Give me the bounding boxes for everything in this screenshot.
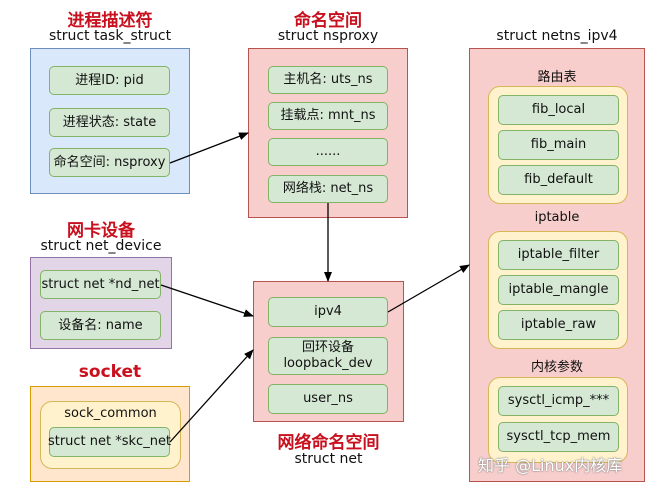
watermark: 知乎 @Linux内核库	[478, 456, 623, 475]
nsproxy-item-net: 网络栈: net_ns	[268, 175, 388, 203]
net-item-user-ns: user_ns	[268, 384, 388, 414]
net-title-en: struct net	[294, 451, 363, 467]
sysctl-tcp-mem: sysctl_tcp_mem	[498, 422, 619, 452]
net-device-item-name: 设备名: name	[40, 311, 161, 340]
socket-title: socket	[78, 362, 142, 382]
net-device-title-en: struct net_device	[40, 238, 162, 254]
net-item-loopback: 回环设备 loopback_dev	[268, 337, 388, 375]
net-title-cn: 网络命名空间	[277, 433, 380, 453]
task-struct-title-en: struct task_struct	[48, 28, 172, 44]
nsproxy-title-cn: 命名空间	[294, 11, 362, 31]
netns-ipv4-title: struct netns_ipv4	[496, 28, 618, 44]
task-item-state: 进程状态: state	[49, 108, 170, 137]
kernel-params-label: 内核参数	[530, 360, 583, 375]
iptable-raw: iptable_raw	[498, 310, 619, 340]
socket-item-skc-net: struct net *skc_net	[48, 427, 171, 457]
fib-main: fib_main	[498, 130, 619, 160]
net-device-item-nd-net: struct net *nd_net	[40, 270, 161, 299]
fib-default: fib_default	[498, 165, 619, 195]
iptable-filter: iptable_filter	[498, 240, 619, 270]
net-item-ipv4: ipv4	[268, 297, 388, 327]
task-struct-title-cn: 进程描述符	[67, 11, 153, 31]
nsproxy-item-mnt: 挂载点: mnt_ns	[268, 102, 388, 130]
route-table-label: 路由表	[537, 70, 577, 85]
fib-local: fib_local	[498, 95, 619, 125]
net-device-title-cn: 网卡设备	[67, 221, 135, 241]
task-item-nsproxy: 命名空间: nsproxy	[49, 148, 170, 177]
sysctl-icmp: sysctl_icmp_***	[498, 386, 619, 416]
nsproxy-title-en: struct nsproxy	[277, 28, 379, 44]
sock-common-label: sock_common	[64, 406, 157, 421]
nsproxy-item-uts: 主机名: uts_ns	[268, 66, 388, 94]
arrow-nd-net-to-net	[160, 284, 254, 317]
iptable-label: iptable	[534, 210, 580, 225]
task-item-pid: 进程ID: pid	[49, 66, 170, 95]
nsproxy-item-ellipsis: ......	[268, 138, 388, 166]
iptable-mangle: iptable_mangle	[498, 275, 619, 305]
